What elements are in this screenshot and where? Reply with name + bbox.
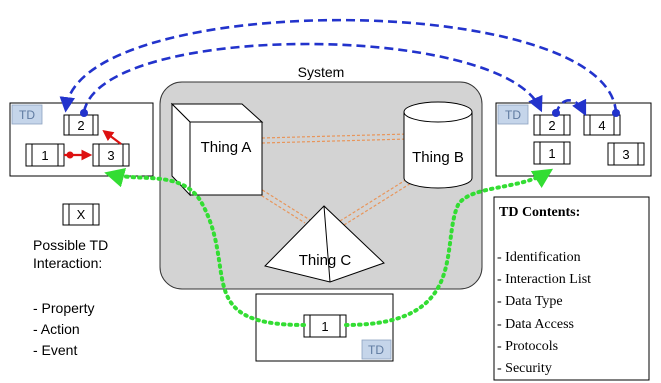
link-a-c-2 (236, 173, 311, 221)
interaction-label: 2 (548, 118, 555, 133)
interaction-label: 3 (622, 147, 629, 162)
interaction-inner (539, 114, 565, 136)
blue-dot-left-2 (80, 109, 88, 117)
legend-title-line2: Interaction: (33, 255, 102, 271)
right-interaction-3[interactable]: 3 (607, 142, 645, 166)
legend-title-line1: Possible TD (33, 237, 108, 253)
td-contents-item: - Security (497, 361, 552, 376)
thing-a-label: Thing A (201, 139, 252, 156)
left-interaction-1[interactable]: 1 (25, 143, 65, 167)
right-td-badge-label: TD (505, 108, 521, 122)
legend-inner (68, 203, 94, 226)
blue-arc-right4-to-left2 (59, 18, 618, 114)
interaction-label: 2 (77, 118, 84, 133)
left-interaction-3[interactable]: 3 (92, 143, 130, 167)
bottom-td-badge-label: TD (368, 343, 384, 357)
link-a-b-2 (261, 138, 409, 144)
bottom-td-box[interactable]: TD 1 (255, 293, 394, 362)
interaction-inner (539, 141, 565, 165)
interaction-label: 1 (321, 319, 328, 334)
interaction-inner (309, 314, 341, 338)
thing-b-cylinder[interactable]: Thing B (403, 101, 473, 189)
cube-front-face (189, 121, 263, 196)
link-b-c-2 (343, 179, 417, 226)
right-td-badge (497, 104, 529, 125)
right-interaction-4[interactable]: 4 (583, 114, 621, 136)
legend-item-property: - Property (33, 300, 94, 316)
green-interaction-arcs (104, 167, 554, 327)
blue-interaction-arcs (59, 18, 620, 117)
link-b-c-1 (339, 175, 413, 222)
bottom-td-badge (361, 339, 392, 360)
blue-dot-right-2 (552, 109, 560, 117)
interaction-label: 4 (598, 118, 605, 133)
cylinder-top (403, 101, 473, 123)
interaction-label: 1 (548, 146, 555, 161)
link-a-c-1 (231, 176, 306, 224)
green-arc-bottom-to-right1 (344, 168, 554, 327)
td-contents-item: - Interaction List (497, 272, 591, 287)
interaction-inner (613, 142, 639, 166)
td-contents-title: TD Contents: (499, 205, 580, 220)
right-interaction-2[interactable]: 2 (533, 114, 571, 136)
interaction-inner (31, 143, 59, 167)
legend-symbol-label: X (77, 207, 86, 222)
cylinder-body (403, 112, 473, 189)
left-interaction-2[interactable]: 2 (63, 114, 99, 136)
left-td-badge-label: TD (19, 108, 35, 122)
td-contents-frame (493, 196, 650, 381)
legend-symbol: X (62, 203, 100, 226)
system-title: System (298, 64, 345, 80)
thing-a-cube[interactable]: Thing A (170, 102, 264, 197)
td-contents-panel: TD Contents: - Identification - Interact… (493, 196, 650, 381)
td-contents-item: - Data Access (497, 317, 574, 332)
legend: X Possible TD Interaction: - Property - … (33, 203, 108, 358)
red-dot (66, 151, 74, 159)
bottom-interaction-1[interactable]: 1 (303, 314, 347, 338)
td-contents-item: - Protocols (497, 339, 558, 354)
interaction-inner (98, 143, 124, 167)
red-arrow-3-to-2 (102, 130, 122, 145)
blue-arc-left2-to-right2 (82, 42, 543, 113)
interaction-label: 1 (41, 148, 48, 163)
pyramid-edge (323, 205, 331, 283)
interaction-label: 3 (107, 148, 114, 163)
td-contents-item: - Identification (497, 250, 581, 265)
thing-b-label: Thing B (412, 149, 464, 166)
left-td-badge (11, 104, 43, 125)
interaction-inner (589, 114, 615, 136)
blue-dot-right-4 (612, 109, 620, 117)
link-a-b-1 (261, 133, 409, 139)
right-td-box[interactable]: TD 2 4 1 3 (495, 98, 652, 177)
legend-item-action: - Action (33, 321, 80, 337)
right-interaction-1[interactable]: 1 (533, 141, 571, 165)
thing-c-pyramid[interactable]: Thing C (264, 205, 385, 283)
thing-links (231, 133, 417, 226)
thing-c-label: Thing C (299, 252, 352, 269)
legend-item-event: - Event (33, 342, 77, 358)
green-arc-bottom-to-left3 (104, 167, 306, 327)
td-contents-item: - Data Type (497, 294, 563, 309)
